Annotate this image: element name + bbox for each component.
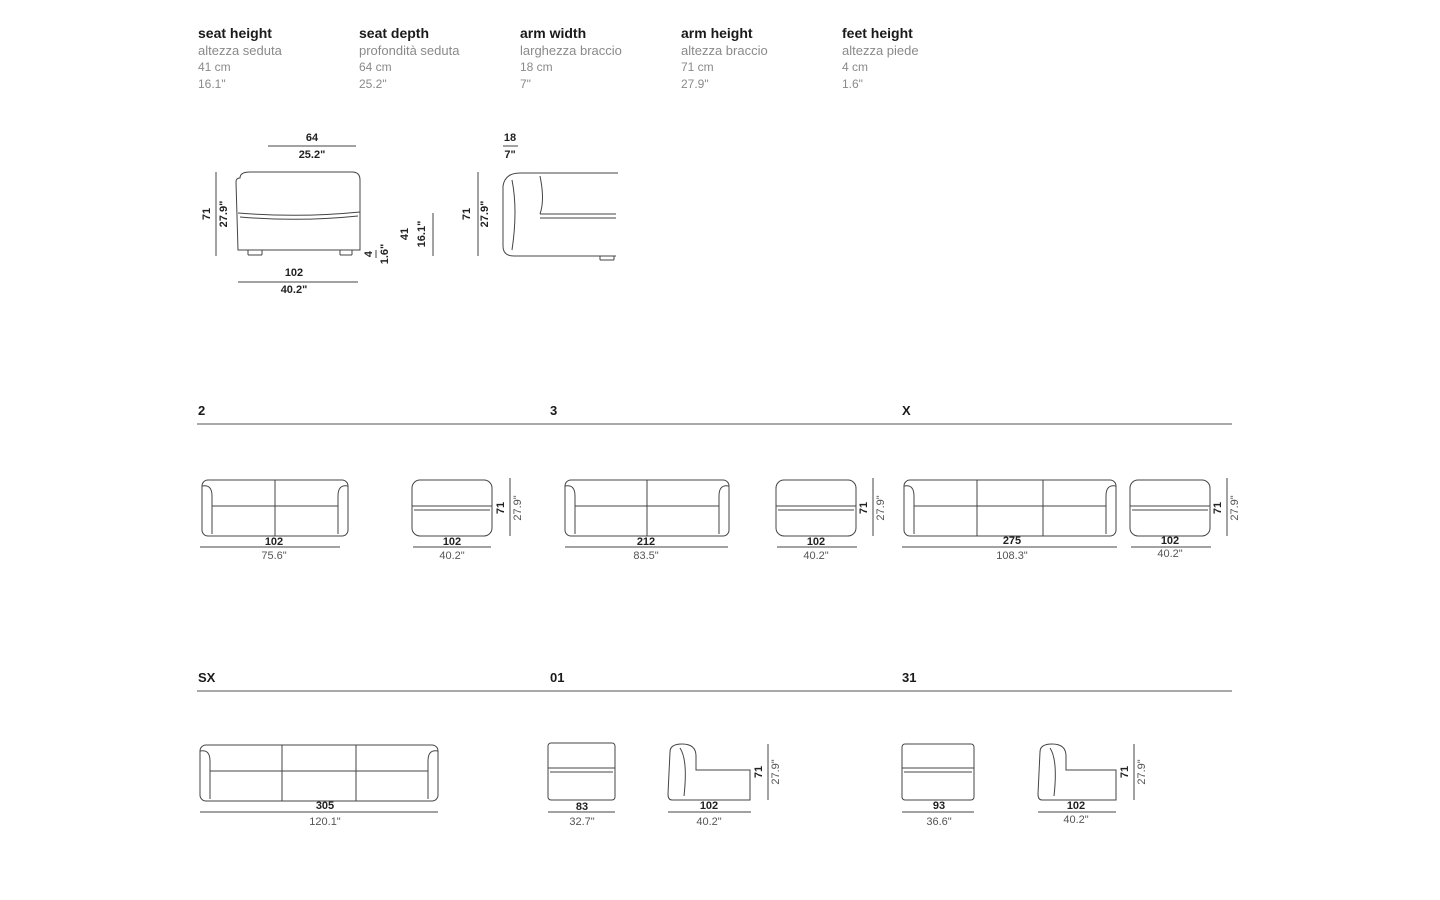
sofa-sx-front-drawing (199, 744, 439, 802)
dim-label-cm: 71 (858, 502, 870, 514)
dim-label-inch: 27.9" (1136, 759, 1148, 784)
dim-label-inch: 27.9" (512, 495, 524, 520)
dim-label-cm: 102 (285, 267, 303, 279)
dim-label-inch: 7" (504, 149, 515, 161)
dim-label-inch: 32.7" (569, 816, 594, 828)
dim-label-cm: 71 (1212, 502, 1224, 514)
dim-label-inch: 25.2" (299, 149, 326, 161)
dim-label-cm: 102 (443, 536, 461, 548)
sofa-module-front-drawing (235, 171, 361, 256)
dim-label-inch: 16.1" (416, 221, 428, 248)
dim-label-inch: 27.9" (1229, 495, 1241, 520)
section-title-01: 01 (550, 670, 565, 685)
sofa-2-side-drawing (411, 479, 493, 537)
dim-label-cm: 102 (807, 536, 825, 548)
dim-label-inch: 75.6" (261, 550, 286, 562)
dim-label-cm: 102 (700, 800, 718, 812)
spec-cm: 4 cm (842, 60, 869, 74)
section-divider (197, 690, 1232, 692)
sofa-x-side-drawing (1129, 479, 1211, 537)
module-31-side-drawing (1037, 743, 1117, 801)
dim-label-cm: 102 (265, 536, 283, 548)
dim-label-cm: 41 (399, 228, 411, 240)
spec-subtitle: altezza braccio (681, 43, 768, 58)
dim-label-cm: 71 (495, 502, 507, 514)
spec-inch: 1.6" (842, 77, 863, 91)
spec-inch: 7" (520, 77, 531, 91)
dim-label-cm: 212 (637, 536, 655, 548)
dim-label-inch: 108.3" (996, 550, 1028, 562)
spec-title: seat depth (359, 25, 430, 41)
spec-title: seat height (198, 25, 272, 41)
dim-label-inch: 40.2" (1157, 548, 1182, 560)
spec-arm-width: arm width larghezza braccio 18 cm 7" (520, 25, 680, 93)
module-01-front-drawing (547, 742, 616, 801)
spec-title: arm height (681, 25, 753, 41)
dim-label-cm: 102 (1067, 800, 1085, 812)
spec-title: feet height (842, 25, 913, 41)
dim-label-inch: 27.9" (770, 759, 782, 784)
dim-label-cm: 102 (1161, 535, 1179, 547)
dim-label-inch: 40.2" (281, 284, 308, 296)
module-01-side-drawing (667, 743, 751, 801)
dim-label-cm: 71 (1119, 766, 1131, 778)
dim-label-inch: 27.9" (479, 201, 491, 228)
dim-label-cm: 93 (933, 800, 945, 812)
dim-label-cm: 64 (306, 132, 319, 144)
spec-feet-height: feet height altezza piede 4 cm 1.6" (842, 25, 1002, 93)
spec-cm: 71 cm (681, 60, 714, 74)
spec-title: arm width (520, 25, 587, 41)
dim-label-cm: 18 (504, 132, 516, 144)
module-31-front-drawing (901, 743, 975, 801)
dim-label-cm: 275 (1003, 535, 1021, 547)
dim-label-inch: 40.2" (696, 816, 721, 828)
section-title-x: X (902, 403, 911, 418)
dim-label-cm: 83 (576, 801, 588, 813)
spec-cm: 64 cm (359, 60, 392, 74)
dim-label-inch: 40.2" (1063, 814, 1088, 826)
spec-inch: 27.9" (681, 77, 709, 91)
spec-arm-height: arm height altezza braccio 71 cm 27.9" (681, 25, 841, 93)
sofa-x-front-drawing (903, 479, 1117, 537)
section-title-2: 2 (198, 403, 206, 418)
dim-label-cm: 305 (316, 800, 334, 812)
dim-label-cm: 4 (363, 250, 375, 257)
dim-label-inch: 1.6" (379, 244, 391, 265)
sofa-3-front-drawing (564, 479, 730, 537)
dim-label-inch: 120.1" (309, 816, 341, 828)
sofa-2-front-drawing (201, 479, 349, 537)
section-title-3: 3 (550, 403, 558, 418)
dim-label-cm: 71 (753, 766, 765, 778)
dim-label-inch: 83.5" (633, 550, 658, 562)
spec-seat-height: seat height altezza seduta 41 cm 16.1" (198, 25, 358, 93)
dim-label-inch: 40.2" (803, 550, 828, 562)
sofa-arm-side-drawing (502, 172, 618, 261)
spec-cm: 18 cm (520, 60, 553, 74)
dim-label-cm: 71 (461, 208, 473, 220)
dim-label-inch: 27.9" (875, 495, 887, 520)
section-divider (197, 423, 1232, 425)
spec-subtitle: altezza seduta (198, 43, 282, 58)
spec-subtitle: profondità seduta (359, 43, 460, 58)
section-title-31: 31 (902, 670, 917, 685)
spec-inch: 25.2" (359, 77, 387, 91)
spec-subtitle: altezza piede (842, 43, 919, 58)
section-title-sx: SX (198, 670, 216, 685)
spec-cm: 41 cm (198, 60, 231, 74)
dim-label-inch: 27.9" (218, 201, 230, 228)
dim-label-inch: 36.6" (926, 816, 951, 828)
dim-label-inch: 40.2" (439, 550, 464, 562)
spec-subtitle: larghezza braccio (520, 43, 622, 58)
spec-seat-depth: seat depth profondità seduta 64 cm 25.2" (359, 25, 519, 93)
dim-label-cm: 71 (201, 208, 213, 220)
sofa-3-side-drawing (775, 479, 857, 537)
spec-inch: 16.1" (198, 77, 226, 91)
